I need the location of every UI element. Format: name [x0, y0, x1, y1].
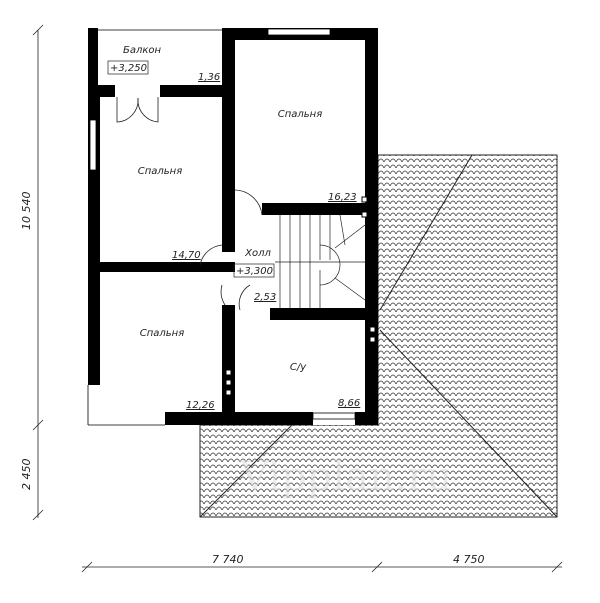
level-mark-hall: +3,300 — [236, 266, 273, 277]
dimension-height-terrace: 2 450 — [20, 459, 33, 491]
watermark: Vipplan.ru — [239, 454, 452, 500]
dimension-height-main: 10 540 — [20, 192, 33, 231]
room-area-balcony: 1,36 — [198, 72, 220, 83]
horizontal-dimension — [81, 561, 563, 573]
room-name-bedroom-1: Спальня — [278, 109, 323, 120]
room-area-bedroom-3: 12,26 — [186, 400, 215, 411]
room-area-bathroom: 8,66 — [338, 398, 360, 409]
room-name-hall: Холл — [244, 248, 271, 259]
staircase — [275, 214, 366, 308]
room-area-bedroom-2: 14,70 — [172, 250, 201, 261]
room-name-bedroom-3: Спальня — [140, 328, 185, 339]
level-mark-balcony: +3,250 — [110, 63, 147, 74]
walls — [88, 28, 378, 425]
ventilation-ducts — [225, 196, 376, 396]
room-name-bathroom: С/у — [290, 362, 307, 373]
room-area-hall: 2,53 — [254, 292, 276, 303]
room-area-bedroom-1: 16,23 — [328, 192, 357, 203]
room-name-balcony: Балкон — [123, 45, 162, 56]
vertical-dimension — [32, 24, 44, 521]
dimension-width-main: 7 740 — [212, 553, 244, 566]
dimension-width-roof: 4 750 — [453, 553, 485, 566]
windows — [87, 28, 356, 426]
doors — [116, 97, 263, 311]
room-name-bedroom-2: Спальня — [138, 166, 183, 177]
